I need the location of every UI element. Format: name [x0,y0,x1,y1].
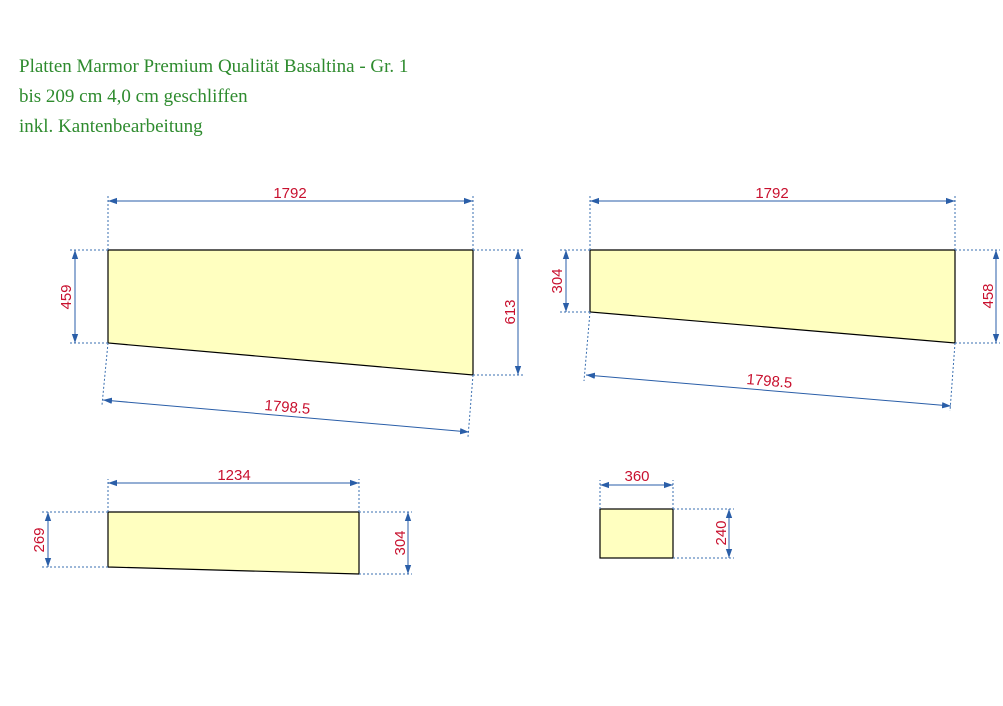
plate-2-bottom-dim-label: 1798.5 [746,371,793,392]
plate-1-bottom-dimline [102,397,470,435]
plate-4-top-dim-label: 360 [624,468,649,485]
plate-4-shape [599,508,674,559]
plate-1-top-dim-label: 1792 [273,185,306,202]
plate-2-bottom-ext-left [583,311,591,382]
plate-2-bottom-ext-right [949,342,956,412]
header-text: Platten Marmor Premium Qualität Basaltin… [19,52,408,142]
header-line-edge-processing: inkl. Kantenbearbeitung [19,116,203,137]
plate-2-right-dim-label: 458 [980,283,997,308]
plate-3-top-dim-label: 1234 [217,467,250,484]
header-line-thickness: bis 209 cm 4,0 cm geschliffen [19,86,248,107]
plate-3: 1234 269 304 [31,467,412,575]
plate-3-shape [107,511,360,575]
plate-3-left-dim-label: 269 [31,527,48,552]
plate-3-right-dim-label: 304 [392,530,409,555]
plate-1-bottom-dim-label: 1798.5 [264,397,311,418]
plate-1-bottom-ext-left [101,342,109,406]
plate-4: 360 240 [599,468,734,559]
plate-2-top-dim-label: 1792 [755,185,788,202]
plate-4-right-dim-label: 240 [713,520,730,545]
plate-2-left-dim-label: 304 [549,268,566,293]
plate-2-bottom-dimline [585,372,952,409]
plate-1-right-dim-label: 613 [502,299,519,324]
plate-1: 1792 459 613 1798.5 [58,185,523,438]
plate-2-shape [589,249,956,344]
plate-1-left-dim-label: 459 [58,284,75,309]
plate-1-bottom-ext-right [467,374,474,438]
plate-2: 1792 304 458 1798.5 [549,185,1000,412]
header-line-material: Platten Marmor Premium Qualität Basaltin… [19,56,409,77]
plate-1-shape [107,249,474,376]
